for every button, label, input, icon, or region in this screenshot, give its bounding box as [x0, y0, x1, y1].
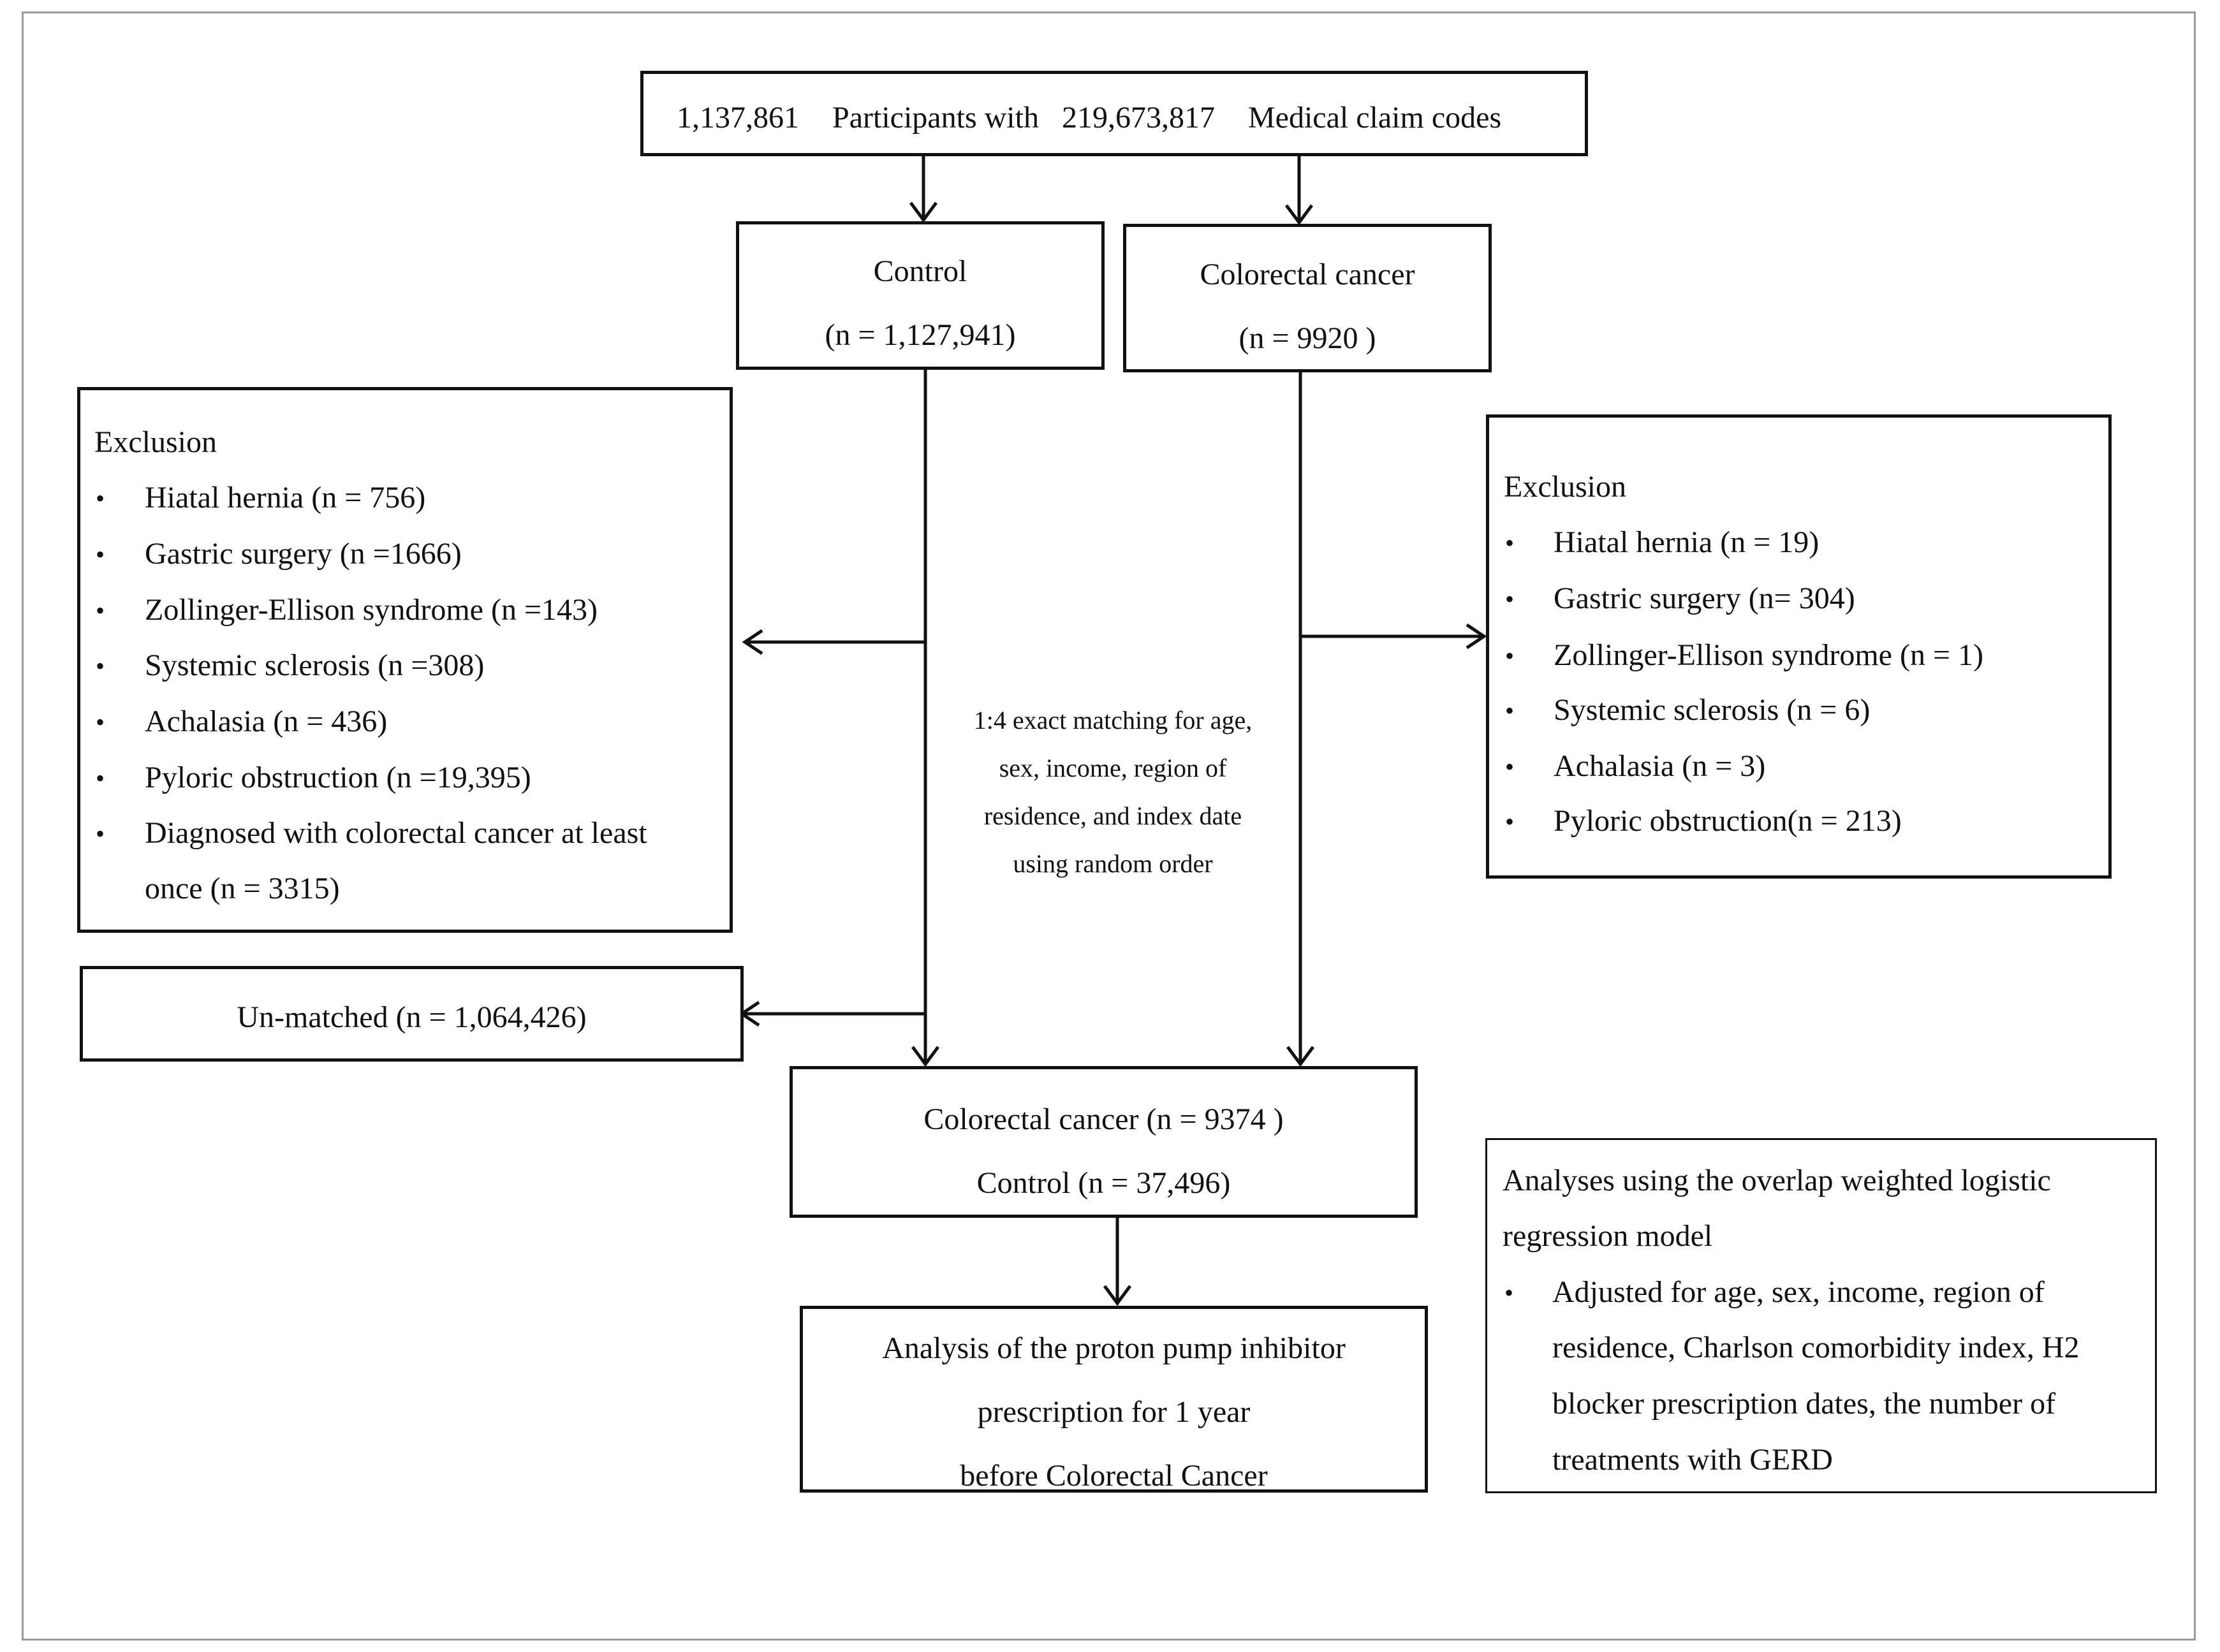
bullet-dot: •	[1504, 1278, 1514, 1307]
bullet-dot: •	[96, 764, 105, 793]
left-exclusion-item: Diagnosed with colorectal cancer at leas…	[145, 816, 647, 850]
bullet-dot: •	[96, 708, 105, 736]
left-exclusion-item: once (n = 3315)	[145, 872, 340, 905]
control-count: (n = 1,127,941)	[825, 318, 1016, 352]
right-exclusion-item: Gastric surgery (n= 304)	[1554, 581, 1855, 615]
left-exclusion-box: Exclusion • Hiatal hernia (n = 756) • Ga…	[77, 387, 733, 933]
figure-frame	[22, 11, 2196, 1641]
matched-cohort-box: Colorectal cancer (n = 9374 ) Control (n…	[790, 1066, 1418, 1218]
analyses-note-line: treatments with GERD	[1552, 1443, 1833, 1477]
analyses-note-line: residence, Charlson comorbidity index, H…	[1552, 1331, 2080, 1364]
right-exclusion-item: Hiatal hernia (n = 19)	[1554, 525, 1819, 559]
analysis-line: prescription for 1 year	[977, 1395, 1251, 1429]
claim-code-count: 219,673,817	[1061, 101, 1215, 135]
bullet-dot: •	[96, 596, 105, 625]
bullet-dot: •	[96, 540, 105, 569]
matching-note-line: residence, and index date	[983, 801, 1242, 830]
matched-control-count: Control (n = 37,496)	[976, 1166, 1231, 1200]
matched-crc-count: Colorectal cancer (n = 9374 )	[923, 1102, 1284, 1136]
crc-title: Colorectal cancer	[1200, 258, 1415, 291]
unmatched-box: Un-matched (n = 1,064,426)	[80, 966, 744, 1062]
bullet-dot: •	[96, 484, 105, 513]
matching-note-line: 1:4 exact matching for age,	[973, 706, 1253, 735]
analyses-method-box: Analyses using the overlap weighted logi…	[1485, 1138, 2157, 1493]
bullet-dot: •	[1505, 585, 1515, 613]
participant-count: 1,137,861	[677, 101, 799, 135]
left-exclusion-item: Systemic sclerosis (n =308)	[145, 648, 485, 682]
right-exclusion-item: Pyloric obstruction(n = 213)	[1554, 804, 1902, 838]
participants-box: 1,137,861 Participants with 219,673,817 …	[640, 71, 1588, 156]
matching-note-line: using random order	[1013, 849, 1213, 878]
analyses-note-line: Adjusted for age, sex, income, region of	[1552, 1275, 2045, 1309]
bullet-dot: •	[1505, 807, 1515, 836]
analyses-note-line: regression model	[1503, 1219, 1713, 1253]
bullet-dot: •	[96, 819, 105, 848]
claim-codes-label: Medical claim codes	[1247, 101, 1502, 135]
left-exclusion-item: Zollinger-Ellison syndrome (n =143)	[145, 593, 598, 627]
participants-label: Participants with	[832, 101, 1039, 135]
crc-count: (n = 9920 )	[1239, 321, 1376, 355]
right-exclusion-item: Systemic sclerosis (n = 6)	[1554, 693, 1871, 727]
right-exclusion-heading: Exclusion	[1504, 470, 1626, 504]
bullet-dot: •	[96, 652, 105, 680]
unmatched-label: Un-matched (n = 1,064,426)	[237, 1000, 587, 1034]
analysis-box: Analysis of the proton pump inhibitor pr…	[800, 1306, 1428, 1493]
left-exclusion-item: Achalasia (n = 436)	[145, 705, 388, 738]
matching-note-line: sex, income, region of	[999, 754, 1227, 782]
right-exclusion-item: Achalasia (n = 3)	[1554, 749, 1766, 783]
left-exclusion-item: Hiatal hernia (n = 756)	[145, 481, 426, 515]
control-title: Control	[873, 254, 967, 288]
analyses-note-line: blocker prescription dates, the number o…	[1552, 1387, 2056, 1421]
left-exclusion-item: Gastric surgery (n =1666)	[145, 537, 462, 571]
bullet-dot: •	[1505, 641, 1515, 670]
right-exclusion-box: Exclusion • Hiatal hernia (n = 19) • Gas…	[1486, 414, 2112, 879]
analysis-line: Analysis of the proton pump inhibitor	[882, 1331, 1346, 1365]
analyses-note-line: Analyses using the overlap weighted logi…	[1503, 1164, 2051, 1197]
bullet-dot: •	[1505, 752, 1515, 781]
analysis-line: before Colorectal Cancer	[960, 1459, 1268, 1493]
left-exclusion-item: Pyloric obstruction (n =19,395)	[145, 761, 531, 794]
colorectal-cancer-box: Colorectal cancer (n = 9920 )	[1123, 224, 1492, 372]
right-exclusion-item: Zollinger-Ellison syndrome (n = 1)	[1554, 638, 1983, 672]
bullet-dot: •	[1505, 529, 1515, 557]
control-box: Control (n = 1,127,941)	[736, 221, 1105, 370]
left-exclusion-heading: Exclusion	[94, 425, 217, 459]
bullet-dot: •	[1505, 696, 1515, 725]
